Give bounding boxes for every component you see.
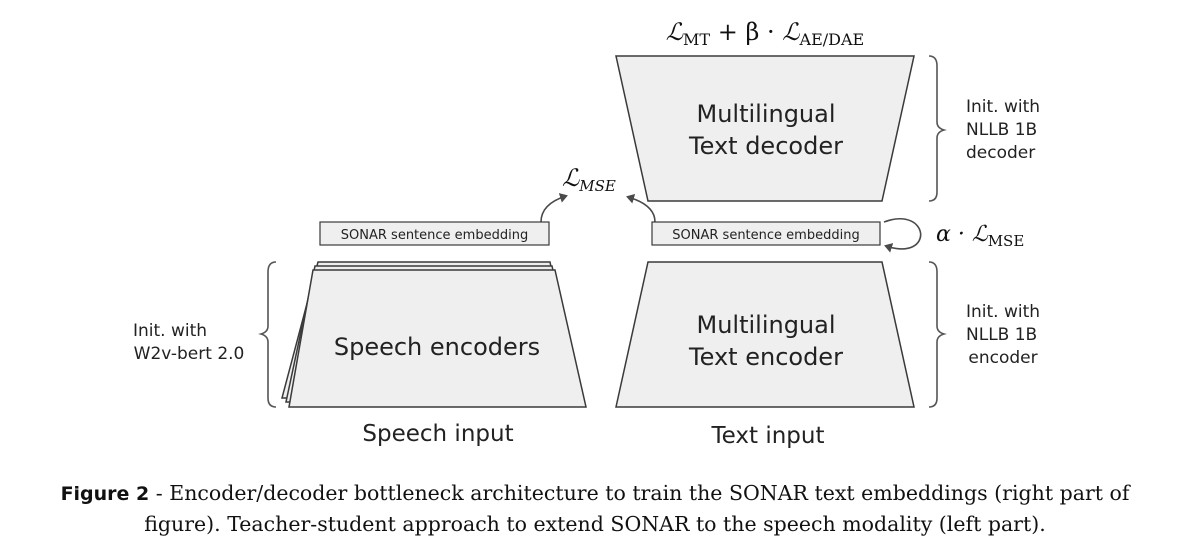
mse-loss-label: ℒMSE: [562, 164, 616, 195]
self-mse-loop-arrow: [883, 218, 922, 253]
figure-label: Figure 2: [60, 483, 150, 505]
text-decoder-block: [615, 55, 915, 202]
speech-input-label: Speech input: [362, 421, 513, 447]
text-encoder-block: [615, 261, 915, 408]
speech-init-brace: [258, 261, 277, 408]
decoder-init-line2: NLLB 1B: [966, 120, 1037, 140]
decoder-init-line1: Init. with: [966, 97, 1040, 117]
text-to-loss-arrow: [626, 193, 656, 223]
encoder-init-brace: [928, 261, 947, 408]
speech-init-line1: Init. with: [133, 321, 207, 341]
caption-text: - Encoder/decoder bottleneck architectur…: [144, 481, 1130, 536]
self-mse-loss-label: α · ℒMSE: [936, 222, 1024, 250]
text-embedding-label: SONAR sentence embedding: [672, 228, 859, 243]
encoder-init-line2: NLLB 1B: [966, 325, 1037, 345]
speech-embedding-label: SONAR sentence embedding: [341, 228, 528, 243]
speech-encoder-block: [288, 269, 587, 408]
speech-embedding-box: [319, 221, 550, 246]
speech-encoder-stack: [281, 261, 587, 408]
speech-to-loss-arrow: [540, 193, 568, 223]
encoder-init-line1: Init. with: [966, 302, 1040, 322]
text-decoder-label-line2: Text decoder: [688, 132, 843, 160]
text-encoder-label-line1: Multilingual: [696, 311, 835, 339]
decoder-loss-label: ℒMT + β · ℒAE/DAE: [666, 18, 864, 49]
text-encoder-label-line2: Text encoder: [688, 343, 843, 371]
encoder-init-line3: encoder: [968, 348, 1037, 368]
text-input-label: Text input: [711, 423, 825, 449]
decoder-init-line3: decoder: [966, 143, 1035, 163]
figure-caption: Figure 2 - Encoder/decoder bottleneck ar…: [20, 478, 1170, 539]
architecture-diagram: ℒMT + β · ℒAE/DAE Multilingual Text deco…: [133, 18, 1040, 449]
speech-init-line2: W2v-bert 2.0: [134, 344, 245, 364]
speech-encoder-label: Speech encoders: [334, 333, 540, 361]
text-embedding-box: [651, 221, 881, 246]
decoder-init-brace: [928, 55, 947, 202]
text-decoder-label-line1: Multilingual: [696, 100, 835, 128]
